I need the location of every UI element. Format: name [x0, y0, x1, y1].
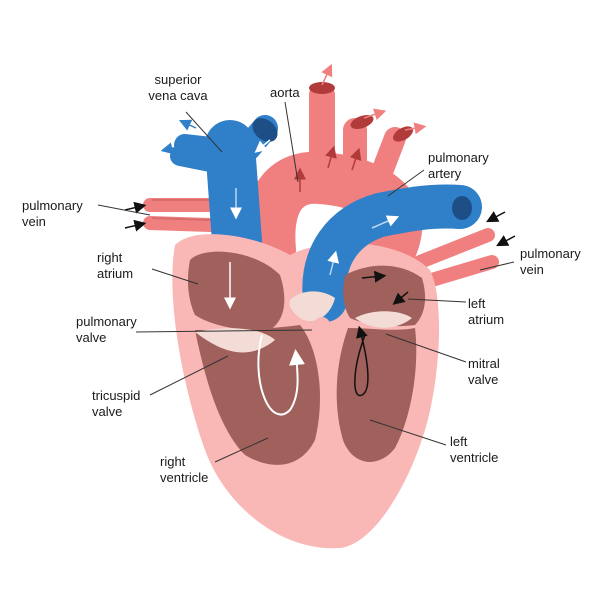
label-pulmonary-vein-left: pulmonary vein	[22, 198, 83, 229]
label-superior-vena-cava: superior vena cava	[148, 72, 208, 103]
label-aorta: aorta	[270, 85, 300, 100]
mitral-valve-shape	[355, 311, 412, 328]
leader-lines	[97, 101, 515, 463]
label-left-atrium: left atrium	[468, 296, 505, 327]
label-right-ventricle: right ventricle	[160, 454, 209, 485]
right-atrium-chamber	[187, 251, 285, 331]
label-pulmonary-vein-right: pulmonary vein	[520, 246, 581, 277]
label-left-ventricle: left ventricle	[450, 434, 499, 465]
label-pulmonary-artery: pulmonary artery	[428, 150, 489, 181]
pulmonary-artery-vessel	[302, 184, 482, 322]
label-pulmonary-valve: pulmonary valve	[76, 314, 137, 345]
pulmonary-valve-shape	[289, 291, 335, 322]
right-ventricle-chamber	[195, 325, 320, 465]
left-atrium-chamber	[343, 265, 426, 327]
tricuspid-valve-shape	[195, 328, 275, 353]
label-tricuspid-valve: tricuspid valve	[92, 388, 141, 419]
aorta-vessel	[243, 63, 427, 288]
label-right-atrium: right atrium	[97, 250, 134, 281]
label-mitral-valve: mitral valve	[468, 356, 500, 387]
pulmonary-vein-right-vessel	[413, 228, 499, 289]
septum	[314, 317, 337, 463]
